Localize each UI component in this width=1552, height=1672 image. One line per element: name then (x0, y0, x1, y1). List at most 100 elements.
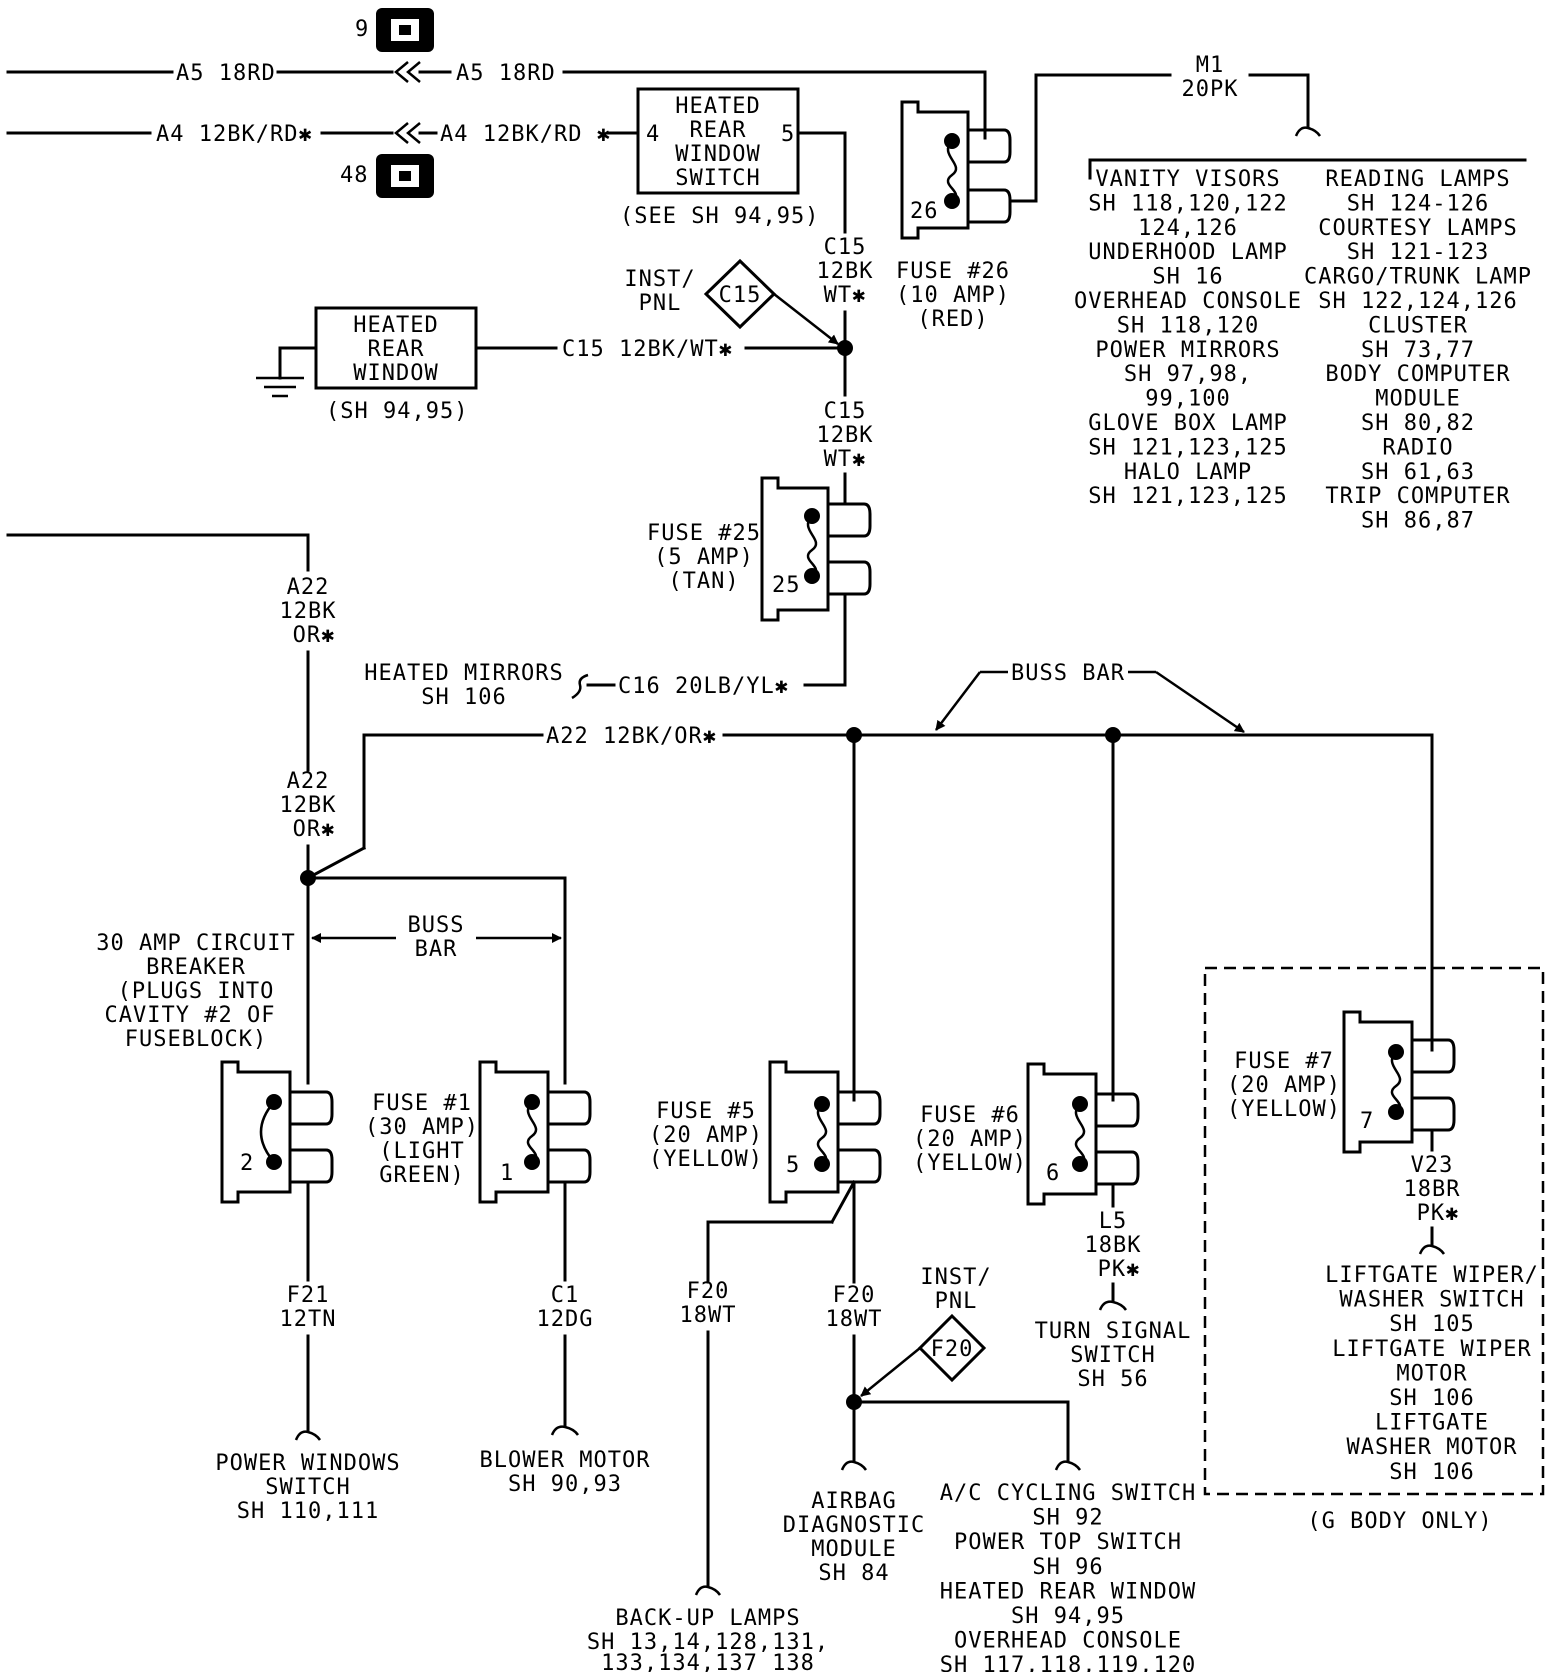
destination-line: BODY COMPUTER (1325, 362, 1510, 387)
svg-text:BACK-UP LAMPS: BACK-UP LAMPS (615, 1606, 800, 1631)
g-body-box: (G BODY ONLY) (1203, 966, 1545, 1534)
svg-text:PNL: PNL (639, 291, 682, 316)
svg-text:FUSE #6: FUSE #6 (920, 1103, 1020, 1128)
svg-text:M1: M1 (1196, 53, 1225, 78)
svg-text:(YELLOW): (YELLOW) (649, 1147, 763, 1172)
svg-text:4: 4 (646, 122, 660, 147)
heated-rear-window-switch: HEATED REAR WINDOW SWITCH 4 5 (SEE SH 94… (620, 87, 818, 229)
svg-text:FUSE #7: FUSE #7 (1234, 1049, 1334, 1074)
svg-text:PNL: PNL (935, 1289, 978, 1314)
svg-text:9: 9 (355, 17, 369, 42)
svg-text:F21: F21 (287, 1283, 330, 1308)
a4-right-label: A4 12BK/RD ✱ (440, 122, 611, 147)
destination-line: MODULE (1375, 387, 1460, 412)
svg-text:TURN SIGNAL: TURN SIGNAL (1035, 1319, 1192, 1344)
svg-text:SH 84: SH 84 (818, 1561, 889, 1586)
destination-line: SH 124-126 (1347, 191, 1489, 216)
svg-text:5: 5 (781, 122, 795, 147)
svg-text:SH 56: SH 56 (1077, 1367, 1148, 1392)
destination-line: LIFTGATE WIPER/ (1325, 1263, 1539, 1288)
svg-text:A22 12BK/OR✱: A22 12BK/OR✱ (546, 724, 717, 749)
svg-text:(20 AMP): (20 AMP) (913, 1127, 1027, 1152)
svg-text:(YELLOW): (YELLOW) (1227, 1097, 1341, 1122)
destination-line: 124,126 (1138, 216, 1238, 241)
destination-line: WASHER SWITCH (1339, 1288, 1524, 1313)
destination-line: SH 106 (1389, 1386, 1474, 1411)
svg-text:FUSE #1: FUSE #1 (372, 1091, 472, 1116)
svg-text:DIAGNOSTIC: DIAGNOSTIC (783, 1513, 925, 1538)
destination-line: SH 121-123 (1347, 240, 1489, 265)
svg-text:(RED): (RED) (917, 307, 988, 332)
svg-text:SH 106: SH 106 (421, 685, 506, 710)
destination-line: A/C CYCLING SWITCH (940, 1481, 1196, 1506)
airbag-destination: AIRBAG DIAGNOSTIC MODULE SH 84 (783, 1489, 925, 1586)
svg-text:FUSE #25: FUSE #25 (647, 521, 761, 546)
svg-text:(30 AMP): (30 AMP) (365, 1115, 479, 1140)
svg-text:SH 110,111: SH 110,111 (237, 1499, 379, 1524)
svg-text:(G BODY ONLY): (G BODY ONLY) (1307, 1509, 1492, 1534)
destination-line: SH 94,95 (1011, 1604, 1125, 1629)
svg-text:PK✱: PK✱ (1098, 1257, 1141, 1282)
svg-text:1: 1 (500, 1161, 514, 1186)
destination-line: SH 96 (1032, 1555, 1103, 1580)
fuse-7: 7 FUSE #7 (20 AMP) (YELLOW) V23 18BR PK✱… (1227, 1010, 1539, 1485)
a22-circuit: A22 12BK OR✱ A22 12BK OR✱ A22 12BK/OR✱ (6, 533, 1434, 1102)
buss-bar-mid: BUSS BAR (311, 913, 562, 962)
svg-text:C1: C1 (551, 1283, 580, 1308)
a5-circuit: A5 18RD A5 18RD (6, 61, 987, 140)
svg-text:C15: C15 (824, 399, 867, 424)
destination-line: SH 118,120,122 (1088, 191, 1287, 216)
svg-text:12TN: 12TN (280, 1307, 337, 1332)
svg-text:CAVITY #2 OF: CAVITY #2 OF (105, 1003, 276, 1028)
destination-line: UNDERHOOD LAMP (1088, 240, 1287, 265)
svg-text:12BK: 12BK (817, 259, 874, 284)
svg-text:18BR: 18BR (1404, 1177, 1461, 1202)
svg-text:30 AMP CIRCUIT: 30 AMP CIRCUIT (96, 931, 295, 956)
svg-text:A22: A22 (287, 575, 330, 600)
destination-line: OVERHEAD CONSOLE (954, 1629, 1182, 1654)
svg-text:WINDOW: WINDOW (675, 142, 760, 167)
svg-text:POWER WINDOWS: POWER WINDOWS (215, 1451, 400, 1476)
svg-text:SH 90,93: SH 90,93 (508, 1472, 622, 1497)
circuit-breaker-30a: 2 30 AMP CIRCUIT BREAKER (PLUGS INTO CAV… (96, 931, 400, 1524)
destination-line: SH 86,87 (1361, 509, 1475, 534)
destination-line: MOTOR (1396, 1361, 1467, 1386)
destination-line: SH 105 (1389, 1312, 1474, 1337)
destination-line: SH 106 (1389, 1460, 1474, 1485)
svg-text:PK✱: PK✱ (1417, 1201, 1460, 1226)
fuse-5: 5 FUSE #5 (20 AMP) (YELLOW) F20 18WT BAC… (587, 1060, 1082, 1672)
svg-text:FUSE #5: FUSE #5 (656, 1099, 756, 1124)
svg-text:REAR: REAR (368, 337, 425, 362)
destination-line: CLUSTER (1368, 313, 1468, 338)
destination-line: SH 117,118,119,120 (940, 1653, 1196, 1672)
svg-text:12BK: 12BK (817, 423, 874, 448)
svg-text:7: 7 (1360, 1109, 1374, 1134)
svg-text:F20: F20 (931, 1337, 974, 1362)
fuse-6: 6 FUSE #6 (20 AMP) (YELLOW) L5 18BK PK✱ … (913, 1062, 1192, 1392)
destination-line: SH 16 (1152, 265, 1223, 290)
svg-text:(20 AMP): (20 AMP) (649, 1123, 763, 1148)
svg-text:(YELLOW): (YELLOW) (913, 1151, 1027, 1176)
svg-text:GREEN): GREEN) (379, 1163, 464, 1188)
svg-text:C15 12BK/WT✱: C15 12BK/WT✱ (562, 337, 733, 362)
a4-circuit: A4 12BK/RD✱ A4 12BK/RD ✱ (6, 122, 640, 147)
svg-text:BUSS BAR: BUSS BAR (1011, 661, 1125, 686)
svg-text:MODULE: MODULE (811, 1537, 896, 1562)
destination-line: CARGO/TRUNK LAMP (1304, 265, 1532, 290)
svg-text:25: 25 (772, 573, 801, 598)
destination-line: SH 122,124,126 (1318, 289, 1517, 314)
svg-text:SWITCH: SWITCH (675, 166, 760, 191)
destination-line: GLOVE BOX LAMP (1088, 411, 1287, 436)
svg-text:HEATED: HEATED (675, 94, 760, 119)
destination-line: LIFTGATE WIPER (1332, 1337, 1531, 1362)
destination-line: SH 97,98, (1124, 362, 1252, 387)
svg-text:INST/: INST/ (624, 267, 695, 292)
svg-text:BUSS: BUSS (408, 913, 465, 938)
svg-text:L5: L5 (1099, 1209, 1128, 1234)
svg-text:26: 26 (910, 199, 939, 224)
svg-text:(SH 94,95): (SH 94,95) (326, 399, 468, 424)
buss-bar-top: BUSS BAR (935, 661, 1245, 734)
svg-text:SWITCH: SWITCH (265, 1475, 350, 1500)
